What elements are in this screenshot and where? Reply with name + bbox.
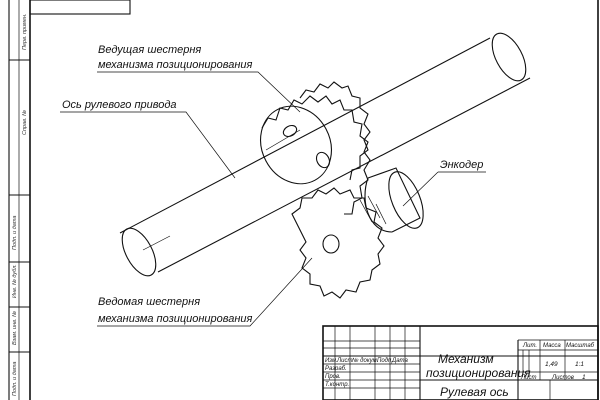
callout-drive-gear-line1: Ведущая шестерня (98, 44, 201, 56)
side-stamp-perv-primen: Перв. примен. (22, 13, 28, 50)
tb-col-list: Лист (336, 358, 352, 364)
driven-gear (291, 187, 387, 299)
tb-row-tkontr: Т.контр. (325, 382, 349, 388)
tb-col-doc: № докум. (352, 357, 378, 364)
side-stamp-sprav-nomer: Справ. № (22, 110, 28, 135)
tb-hdr-massa: Масса (543, 343, 561, 349)
callout-driven-gear-line2: механизма позиционирования (98, 313, 253, 325)
callout-steering-axis-label: Ось рулевого привода (62, 99, 177, 111)
side-stamp-sign-date-1: Подп. и дата (12, 216, 18, 250)
tb-list-label: Лист (520, 375, 536, 381)
tb-col-data: Дата (391, 358, 408, 364)
callout-steering-axis: Ось рулевого привода (60, 99, 236, 179)
side-stamp: Перв. примен. Справ. № Подп. и дата Инв.… (8, 0, 30, 400)
tb-col-izm: Изм. (325, 358, 338, 364)
side-stamp-inv-dubl: Инв. № дубл. (12, 264, 18, 298)
steering-shaft (119, 32, 531, 277)
tb-row-prov: Пров. (325, 374, 341, 380)
tb-title-line1: Механизм (438, 352, 494, 366)
callout-encoder-label: Энкодер (440, 159, 483, 171)
callout-drive-gear-line2: механизма позиционирования (98, 59, 253, 71)
encoder (364, 167, 424, 233)
side-stamp-vzam-inv: Взам. инв. № (12, 311, 18, 345)
tb-masshtab-value: 1:1 (575, 361, 584, 368)
callout-driven-gear-line1: Ведомая шестерня (98, 296, 200, 308)
tb-subtitle: Рулевая ось (440, 385, 509, 399)
tb-hdr-masshtab: Масштаб (566, 343, 595, 349)
tb-col-podp: Подп. (377, 358, 393, 364)
tb-title-line2: позиционирования (426, 366, 531, 380)
tb-row-razrab: Разраб. (325, 366, 347, 372)
tb-hdr-lit: Лит. (522, 343, 537, 349)
tb-massa-value: 1,49 (545, 361, 558, 368)
drive-gear (260, 81, 371, 215)
side-stamp-sign-date-2: Подп. и дата (12, 362, 18, 396)
tb-listov-label: Листов (551, 375, 574, 381)
tb-listov-value: 1 (582, 374, 586, 381)
title-block: Изм. Лист № докум. Подп. Дата Разраб. Пр… (322, 325, 599, 400)
callout-drive-gear: Ведущая шестерня механизма позиционирова… (97, 44, 301, 113)
callout-driven-gear: Ведомая шестерня механизма позиционирова… (97, 257, 313, 327)
callout-encoder: Энкодер (402, 159, 486, 207)
